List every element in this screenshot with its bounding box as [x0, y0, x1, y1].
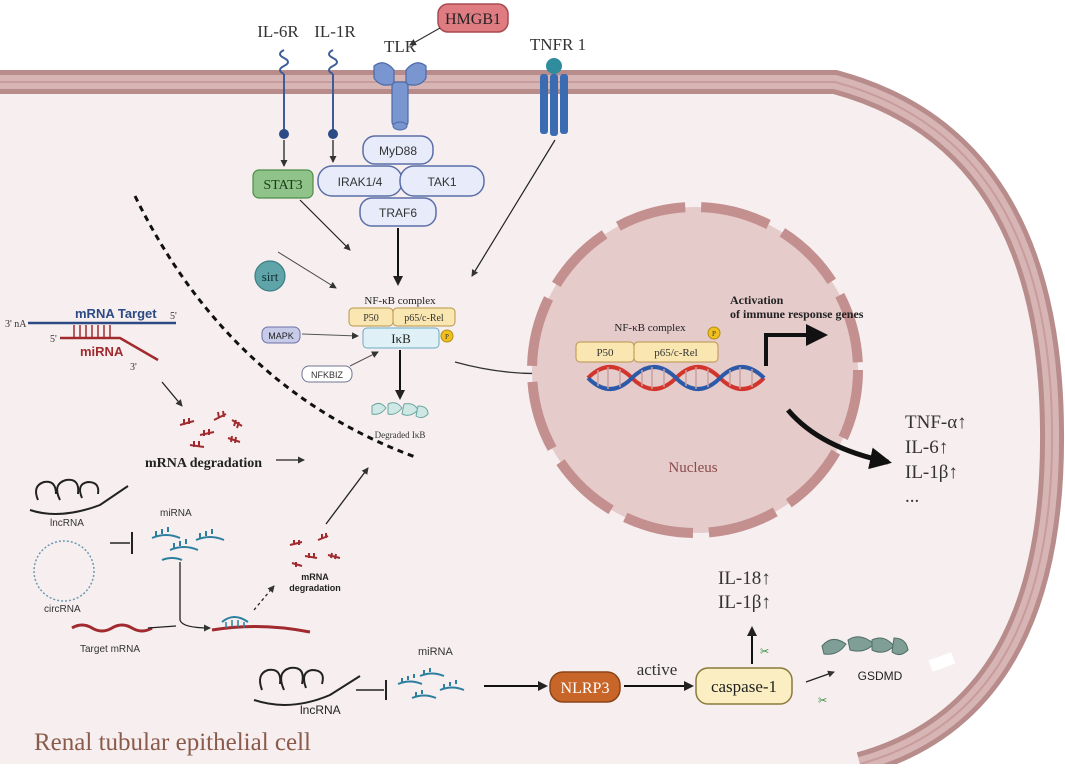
- caspase-box: caspase-1: [695, 667, 793, 705]
- mrna-fragments: [179, 410, 243, 448]
- degraded-ikb-label: Degraded IκB: [375, 430, 426, 440]
- p50-label: P50: [363, 313, 379, 324]
- cytokine-more: ...: [905, 486, 919, 507]
- stat3-box: STAT3: [252, 169, 314, 199]
- mirna-binding-panel: 3' nA 5' mRNA Target 5' 3' miRNA: [5, 306, 177, 373]
- mapk-label: MAPK: [268, 331, 294, 341]
- traf6-box: TRAF6: [359, 197, 437, 227]
- nucleus: Nucleus: [527, 202, 863, 538]
- degraded-ikb: Degraded IκB: [371, 402, 429, 440]
- ncrna-mirna-label: miRNA: [160, 508, 192, 519]
- inflammasome-mirna: miRNA: [397, 646, 465, 699]
- ncrna-deg-line2: degradation: [289, 583, 341, 593]
- myd88-label: MyD88: [379, 144, 417, 158]
- ncrna-mirna-cluster: miRNA: [151, 508, 225, 561]
- mirna-label: miRNA: [80, 344, 124, 359]
- nucleus-label: Nucleus: [668, 460, 717, 476]
- nucleus-nfkb-title: NF-κB complex: [614, 322, 686, 334]
- five-right-label: 5': [170, 311, 177, 322]
- dotted-boundary: [133, 195, 419, 460]
- nfkb-title: NF-κB complex: [364, 295, 436, 307]
- activation-line2: of immune response genes: [730, 307, 864, 321]
- activation-arrow: Activation of immune response genes: [730, 293, 864, 366]
- gsdmd-fragments: [821, 636, 909, 656]
- circrna-label: circRNA: [44, 604, 81, 615]
- three-right-label: 3': [130, 362, 137, 373]
- lncrna-label: lncRNA: [50, 518, 84, 529]
- ncrna-mrna-fragments: [289, 533, 341, 567]
- nlrp3-box: NLRP3: [549, 671, 621, 703]
- irak-label: IRAK1/4: [338, 175, 383, 189]
- ncrna-deg-line1: mRNA: [301, 572, 329, 582]
- circrna-ring: [33, 540, 95, 602]
- nucleus-p65-label: p65/c-Rel: [654, 347, 697, 359]
- cell-membrane: [0, 70, 1065, 769]
- mirna-bound-mrna: [211, 616, 311, 634]
- inflammasome-mirna-label: miRNA: [418, 646, 453, 658]
- target-mrna-label: Target mRNA: [80, 644, 140, 655]
- three-na-label: 3' nA: [5, 319, 27, 330]
- tak1-label: TAK1: [427, 175, 456, 189]
- mrna-degradation-label: mRNA degradation: [145, 456, 262, 471]
- sirt-label: sirt: [262, 269, 279, 284]
- nucleus-p50-label: P50: [596, 347, 614, 359]
- sirt-node: sirt: [254, 260, 286, 292]
- activation-line1: Activation: [730, 293, 784, 307]
- il18-label: IL-18↑: [718, 568, 771, 589]
- lncrna-hairpin: [29, 478, 129, 515]
- scissors-icon-top: ✂: [760, 646, 769, 658]
- nfkbiz-node: NFKBIZ: [301, 365, 353, 383]
- dna-helix: [586, 365, 766, 391]
- traf6-label: TRAF6: [379, 206, 417, 220]
- mrna-target-label: mRNA Target: [75, 306, 157, 321]
- il1r-receptor: IL-1R: [314, 22, 356, 139]
- inflammasome-lncrna: [253, 666, 361, 706]
- gsdmd-label: GSDMD: [858, 669, 903, 683]
- hmgb1-ligand: HMGB1: [437, 3, 509, 33]
- nfkb-complex-cytoplasm: NF-κB complex P50 p65/c-Rel IκB P: [348, 295, 456, 349]
- cytokine-il1b: IL-1β↑: [905, 462, 958, 483]
- tnfr1-receptor: TNFR 1: [530, 35, 586, 136]
- ikb-label: IκB: [391, 331, 411, 346]
- cytokine-tnfa: TNF-α↑: [905, 412, 967, 433]
- il1r-label: IL-1R: [314, 22, 356, 41]
- inflammasome-lncrna-label: lncRNA: [300, 703, 341, 717]
- cytokine-list: TNF-α↑ IL-6↑ IL-1β↑ ...: [905, 412, 967, 507]
- phospho-label: P: [445, 333, 449, 341]
- caspase-label: caspase-1: [711, 677, 777, 696]
- active-label: active: [637, 660, 678, 679]
- tlr-receptor: TLR: [373, 37, 427, 131]
- tlr-label: TLR: [384, 37, 417, 56]
- nfkbiz-label: NFKBIZ: [311, 370, 344, 380]
- myd88-box: MyD88: [362, 135, 434, 165]
- target-mrna-strand: [71, 623, 153, 633]
- cytokine-il6: IL-6↑: [905, 437, 948, 458]
- stat3-label: STAT3: [263, 178, 302, 193]
- nfkb-complex-nucleus: NF-κB complex P50 p65/c-Rel P: [575, 322, 721, 363]
- nucleus-phospho-label: P: [712, 330, 716, 338]
- nlrp3-label: NLRP3: [561, 680, 610, 697]
- tnfr1-label: TNFR 1: [530, 35, 586, 54]
- il6r-receptor: IL-6R: [257, 22, 299, 139]
- p65-label: p65/c-Rel: [404, 313, 444, 324]
- irak-box: IRAK1/4: [317, 165, 403, 197]
- mapk-node: MAPK: [261, 326, 301, 344]
- il6r-label: IL-6R: [257, 22, 299, 41]
- tak1-box: TAK1: [399, 165, 485, 197]
- five-left-label: 5': [50, 334, 57, 345]
- il1b-label: IL-1β↑: [718, 592, 771, 613]
- cell-type-label: Renal tubular epithelial cell: [34, 729, 311, 756]
- hmgb1-label: HMGB1: [445, 11, 501, 28]
- scissors-icon-bottom: ✂: [818, 695, 827, 707]
